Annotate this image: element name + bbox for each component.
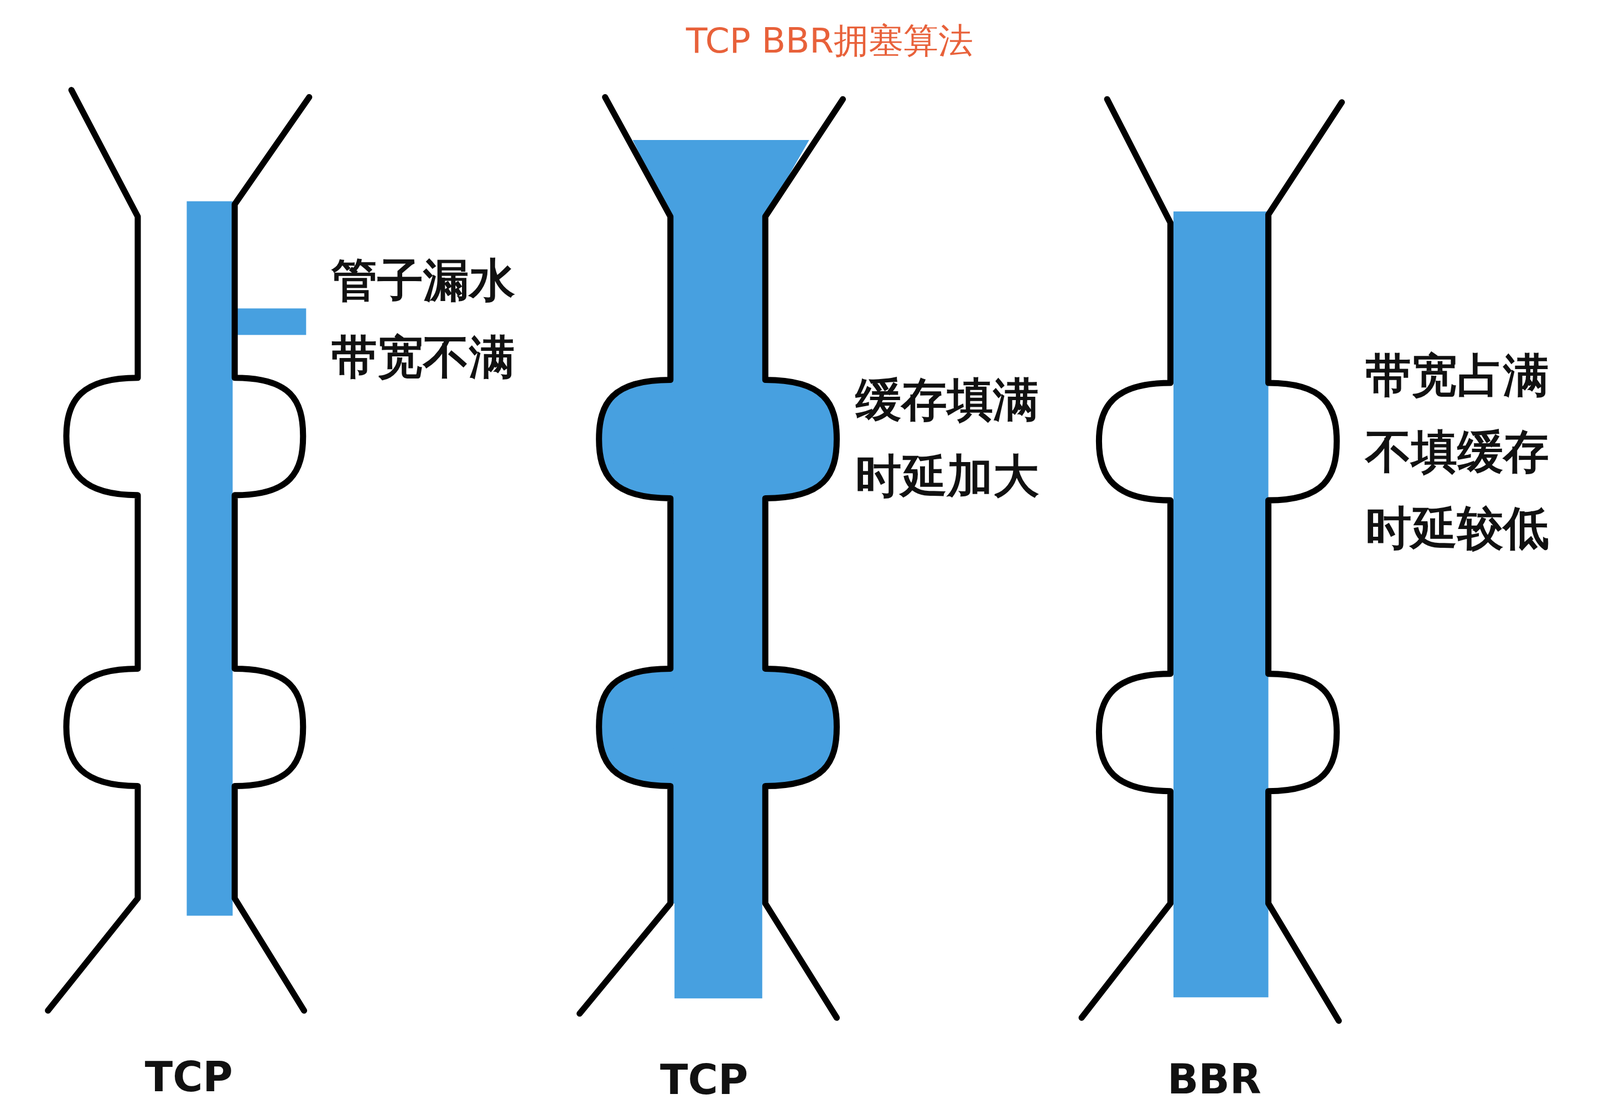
pipe-wall bbox=[765, 99, 843, 1018]
water-flow bbox=[632, 139, 810, 999]
buffer-water bbox=[599, 379, 838, 786]
pipe-label: TCP bbox=[660, 1055, 748, 1105]
annotation: 带宽不满 bbox=[331, 329, 516, 386]
pipe-wall bbox=[234, 97, 310, 1011]
annotation: 时延较低 bbox=[1365, 501, 1550, 557]
pipe-label: TCP bbox=[144, 1051, 233, 1101]
diagram-title: TCP BBR拥塞算法 bbox=[686, 19, 974, 62]
pipe-wall bbox=[1081, 99, 1171, 1018]
water-flow bbox=[186, 201, 233, 916]
annotation: 管子漏水 bbox=[331, 252, 516, 309]
water-leak bbox=[230, 308, 306, 335]
water-flow bbox=[1173, 211, 1269, 997]
annotation: 不填缓存 bbox=[1365, 424, 1550, 480]
annotation: 缓存填满 bbox=[855, 372, 1040, 428]
pipe-label: BBR bbox=[1167, 1053, 1262, 1104]
pipe-wall bbox=[1268, 102, 1343, 1021]
pipe-wall bbox=[48, 90, 138, 1011]
pipe-wall bbox=[579, 97, 671, 1014]
annotation: 时延加大 bbox=[855, 449, 1040, 505]
annotation: 带宽占满 bbox=[1365, 347, 1550, 404]
